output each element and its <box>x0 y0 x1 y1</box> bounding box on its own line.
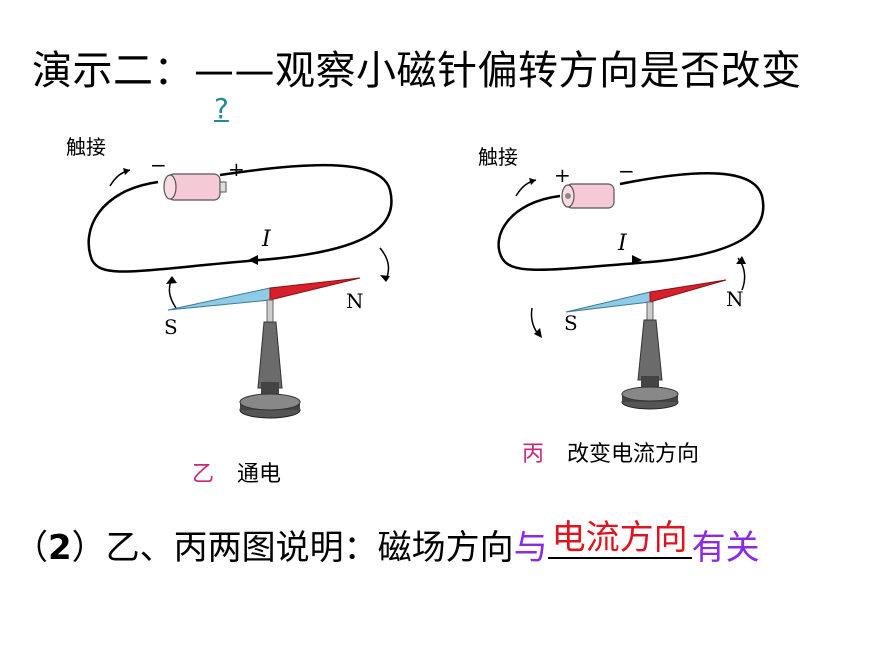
needle-stand <box>621 301 679 410</box>
paren-close: ） <box>71 528 106 568</box>
caption-left: 乙 通电 <box>192 456 281 488</box>
answer-blank: 电流方向 <box>547 519 692 560</box>
touch-label: 触接 <box>478 145 518 169</box>
connector-word: 与 <box>513 528 548 568</box>
north-label: N <box>726 287 744 311</box>
minus-sign: − <box>618 159 635 183</box>
needle-north-half <box>269 277 361 301</box>
caption-right: 丙 改变电流方向 <box>522 436 699 468</box>
conclusion-ending: 有关 <box>691 528 760 568</box>
south-label: S <box>564 311 578 335</box>
battery <box>163 173 227 201</box>
battery <box>561 183 615 209</box>
figure-left-diagram: 触接 − + I S N <box>66 135 393 419</box>
figure-right: 触接 + − I S N 丙 改变电流方向 <box>470 130 800 480</box>
conclusion-text: 乙、丙两图说明：磁场方向 <box>105 528 514 568</box>
current-arrow <box>632 255 642 265</box>
paren-open: （ <box>14 528 48 568</box>
north-label: N <box>346 289 364 313</box>
current-label: I <box>617 231 628 256</box>
caption-left-tag: 乙 <box>192 462 215 487</box>
touch-label: 触接 <box>66 135 106 159</box>
needle-north-half <box>649 279 727 303</box>
south-label: S <box>164 315 178 339</box>
figure-right-diagram: 触接 + − I S N <box>478 145 765 410</box>
current-arrow <box>248 255 258 265</box>
plus-sign: + <box>554 163 571 187</box>
slide-title: 演示二：——观察小磁针偏转方向是否改变 <box>32 48 802 94</box>
caption-left-text: 通电 <box>237 462 282 487</box>
plus-sign: + <box>228 157 245 181</box>
conclusion-line: （2）乙、丙两图说明：磁场方向与电流方向有关 <box>14 519 760 569</box>
needle-stand <box>239 299 301 419</box>
current-label: I <box>261 227 272 252</box>
question-link[interactable]: ? <box>214 92 229 125</box>
wire-loop <box>497 172 765 271</box>
item-number: 2 <box>48 528 72 568</box>
figure-left: 触接 − + I S N 乙 通电 <box>60 120 420 490</box>
caption-right-tag: 丙 <box>522 442 545 467</box>
caption-right-text: 改变电流方向 <box>567 442 700 467</box>
needle-south-half <box>565 291 651 313</box>
needle-south-half <box>167 287 271 311</box>
minus-sign: − <box>150 153 167 177</box>
wire-loop <box>87 163 393 273</box>
